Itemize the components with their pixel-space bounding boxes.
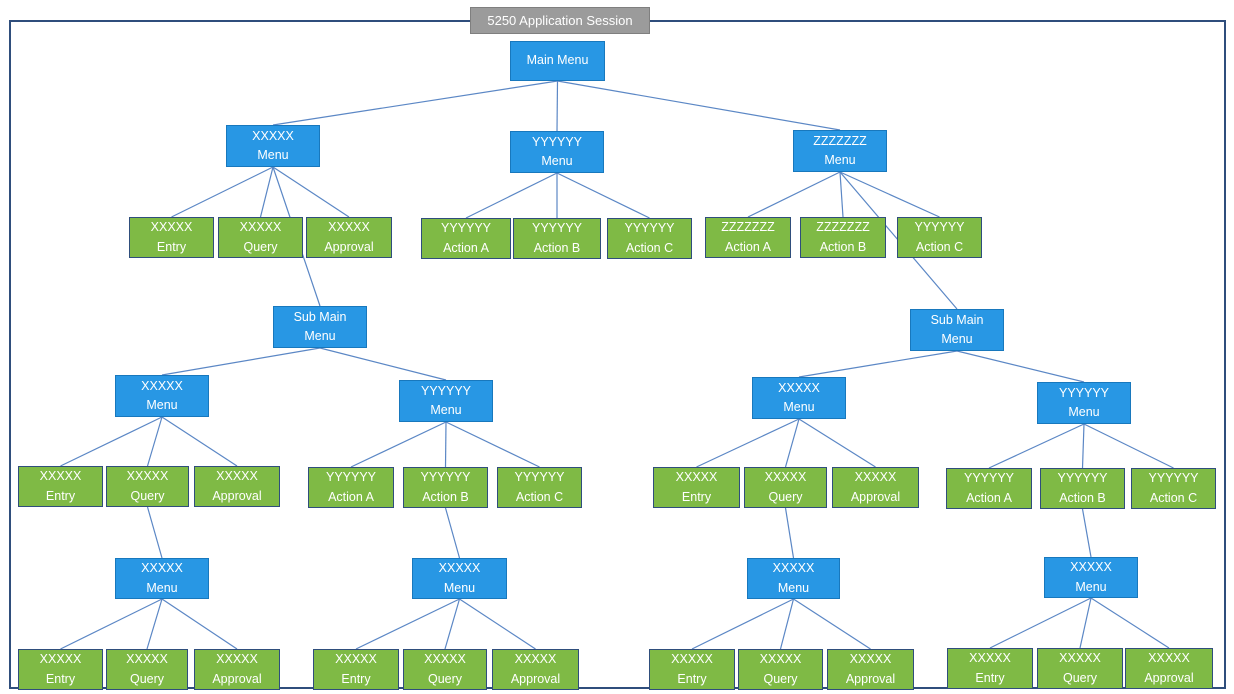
action-node-x-query[interactable]: XXXXX Query xyxy=(218,217,303,258)
connector-line-r-sub-menu-2-to-r2-entry xyxy=(989,597,1092,649)
connector-line-r-menu-x-to-r-x-entry xyxy=(696,418,800,468)
action-node-r1-query[interactable]: XXXXX Query xyxy=(738,649,823,690)
connector-line-l-sub-menu-2-to-l2-entry xyxy=(355,598,460,650)
action-node-r2-entry[interactable]: XXXXX Entry xyxy=(947,648,1033,689)
menu-node-r-menu-y[interactable]: YYYYYY Menu xyxy=(1037,382,1131,424)
connector-line-menu-y-to-y-action-a xyxy=(465,172,558,219)
menu-node-l-sub-menu-1[interactable]: XXXXX Menu xyxy=(115,558,209,599)
connector-line-r-menu-y-to-r-y-action-a xyxy=(988,423,1085,469)
connector-line-r-menu-x-to-r-x-approval xyxy=(798,418,876,468)
action-node-r-y-action-c[interactable]: YYYYYY Action C xyxy=(1131,468,1216,509)
connector-line-l-sub-menu-2-to-l2-query xyxy=(444,598,461,650)
connector-line-main-menu-to-menu-x xyxy=(272,80,558,126)
connector-line-r-sub-menu-1-to-r1-entry xyxy=(691,598,794,650)
action-node-l1-query[interactable]: XXXXX Query xyxy=(106,649,188,690)
action-node-l-x-query[interactable]: XXXXX Query xyxy=(106,466,189,507)
action-node-l-x-entry[interactable]: XXXXX Entry xyxy=(18,466,103,507)
connector-line-r-sub-menu-1-to-r1-approval xyxy=(793,598,871,650)
action-node-r-y-action-a[interactable]: YYYYYY Action A xyxy=(946,468,1032,509)
connector-line-menu-z-to-z-action-b xyxy=(839,171,844,218)
connector-line-l-sub-menu-1-to-l1-approval xyxy=(161,598,238,650)
action-node-l2-approval[interactable]: XXXXX Approval xyxy=(492,649,579,690)
connector-line-l-sub-menu-1-to-l1-query xyxy=(146,598,163,650)
menu-node-menu-x[interactable]: XXXXX Menu xyxy=(226,125,320,167)
action-node-l2-query[interactable]: XXXXX Query xyxy=(403,649,487,690)
action-node-l1-approval[interactable]: XXXXX Approval xyxy=(194,649,280,690)
action-node-r1-approval[interactable]: XXXXX Approval xyxy=(827,649,914,690)
connector-line-l-y-action-b-to-l-sub-menu-2 xyxy=(444,507,461,559)
action-node-r1-entry[interactable]: XXXXX Entry xyxy=(649,649,735,690)
action-node-z-action-b[interactable]: ZZZZZZZ Action B xyxy=(800,217,886,258)
connector-line-menu-x-to-x-query xyxy=(259,166,274,218)
action-node-z-action-a[interactable]: ZZZZZZZ Action A xyxy=(705,217,791,258)
connector-line-menu-z-to-z-action-a xyxy=(747,171,841,218)
menu-node-l-menu-y[interactable]: YYYYYY Menu xyxy=(399,380,493,422)
connector-line-r-y-action-b-to-r-sub-menu-2 xyxy=(1081,508,1092,558)
connector-line-r-sub-menu-1-to-r1-query xyxy=(779,598,795,650)
action-node-x-approval[interactable]: XXXXX Approval xyxy=(306,217,392,258)
connector-line-l-menu-x-to-l-x-entry xyxy=(60,416,163,467)
action-node-l-y-action-a[interactable]: YYYYYY Action A xyxy=(308,467,394,508)
connector-line-menu-x-to-x-entry xyxy=(171,166,274,218)
connector-line-r-x-query-to-r-sub-menu-1 xyxy=(784,507,795,559)
action-node-z-action-c[interactable]: YYYYYY Action C xyxy=(897,217,982,258)
action-node-y-action-a[interactable]: YYYYYY Action A xyxy=(421,218,511,259)
connector-line-r-sub-menu-2-to-r2-query xyxy=(1079,597,1092,649)
menu-node-menu-z[interactable]: ZZZZZZZ Menu xyxy=(793,130,887,172)
connector-line-menu-z-to-z-action-c xyxy=(839,171,940,218)
action-node-r-y-action-b[interactable]: YYYYYY Action B xyxy=(1040,468,1125,509)
action-node-x-entry[interactable]: XXXXX Entry xyxy=(129,217,214,258)
action-node-r-x-entry[interactable]: XXXXX Entry xyxy=(653,467,740,508)
connector-line-l-menu-y-to-l-y-action-c xyxy=(445,421,540,468)
action-node-l-y-action-b[interactable]: YYYYYY Action B xyxy=(403,467,488,508)
action-node-y-action-b[interactable]: YYYYYY Action B xyxy=(513,218,601,259)
connector-line-l-x-query-to-l-sub-menu-1 xyxy=(146,506,163,559)
action-node-l-x-approval[interactable]: XXXXX Approval xyxy=(194,466,280,507)
menu-node-l-sub-menu-2[interactable]: XXXXX Menu xyxy=(412,558,507,599)
menu-node-sub-main-left[interactable]: Sub Main Menu xyxy=(273,306,367,348)
connector-line-l-menu-y-to-l-y-action-a xyxy=(350,421,447,468)
connector-line-sub-main-left-to-l-menu-x xyxy=(161,347,321,376)
menu-node-r-sub-menu-2[interactable]: XXXXX Menu xyxy=(1044,557,1138,598)
connector-line-main-menu-to-menu-y xyxy=(556,80,559,132)
connector-line-r-sub-menu-2-to-r2-approval xyxy=(1090,597,1170,649)
action-node-l2-entry[interactable]: XXXXX Entry xyxy=(313,649,399,690)
diagram-title: 5250 Application Session xyxy=(470,7,650,34)
connector-line-l-sub-menu-2-to-l2-approval xyxy=(459,598,536,650)
connector-line-l-menu-x-to-l-x-approval xyxy=(161,416,238,467)
action-node-y-action-c[interactable]: YYYYYY Action C xyxy=(607,218,692,259)
action-node-r-x-query[interactable]: XXXXX Query xyxy=(744,467,827,508)
connector-line-menu-y-to-y-action-c xyxy=(556,172,650,219)
connector-line-sub-main-right-to-r-menu-x xyxy=(798,350,958,378)
action-node-r2-query[interactable]: XXXXX Query xyxy=(1037,648,1123,689)
menu-node-main-menu[interactable]: Main Menu xyxy=(510,41,605,81)
menu-node-l-menu-x[interactable]: XXXXX Menu xyxy=(115,375,209,417)
connector-line-l-menu-y-to-l-y-action-b xyxy=(444,421,447,468)
action-node-r2-approval[interactable]: XXXXX Approval xyxy=(1125,648,1213,689)
connector-line-r-menu-y-to-r-y-action-b xyxy=(1081,423,1085,469)
connector-line-main-menu-to-menu-z xyxy=(557,80,841,131)
connector-line-menu-x-to-x-approval xyxy=(272,166,350,218)
menu-node-r-sub-menu-1[interactable]: XXXXX Menu xyxy=(747,558,840,599)
menu-node-r-menu-x[interactable]: XXXXX Menu xyxy=(752,377,846,419)
connector-line-l-sub-menu-1-to-l1-entry xyxy=(60,598,163,650)
action-node-l-y-action-c[interactable]: YYYYYY Action C xyxy=(497,467,582,508)
connector-line-r-menu-y-to-r-y-action-c xyxy=(1083,423,1174,469)
connector-line-r-menu-x-to-r-x-query xyxy=(784,418,800,468)
menu-node-sub-main-right[interactable]: Sub Main Menu xyxy=(910,309,1004,351)
action-node-r-x-approval[interactable]: XXXXX Approval xyxy=(832,467,919,508)
connector-line-l-menu-x-to-l-x-query xyxy=(146,416,163,467)
action-node-l1-entry[interactable]: XXXXX Entry xyxy=(18,649,103,690)
connector-line-sub-main-left-to-l-menu-y xyxy=(319,347,447,381)
connector-line-sub-main-right-to-r-menu-y xyxy=(956,350,1085,383)
menu-node-menu-y[interactable]: YYYYYY Menu xyxy=(510,131,604,173)
